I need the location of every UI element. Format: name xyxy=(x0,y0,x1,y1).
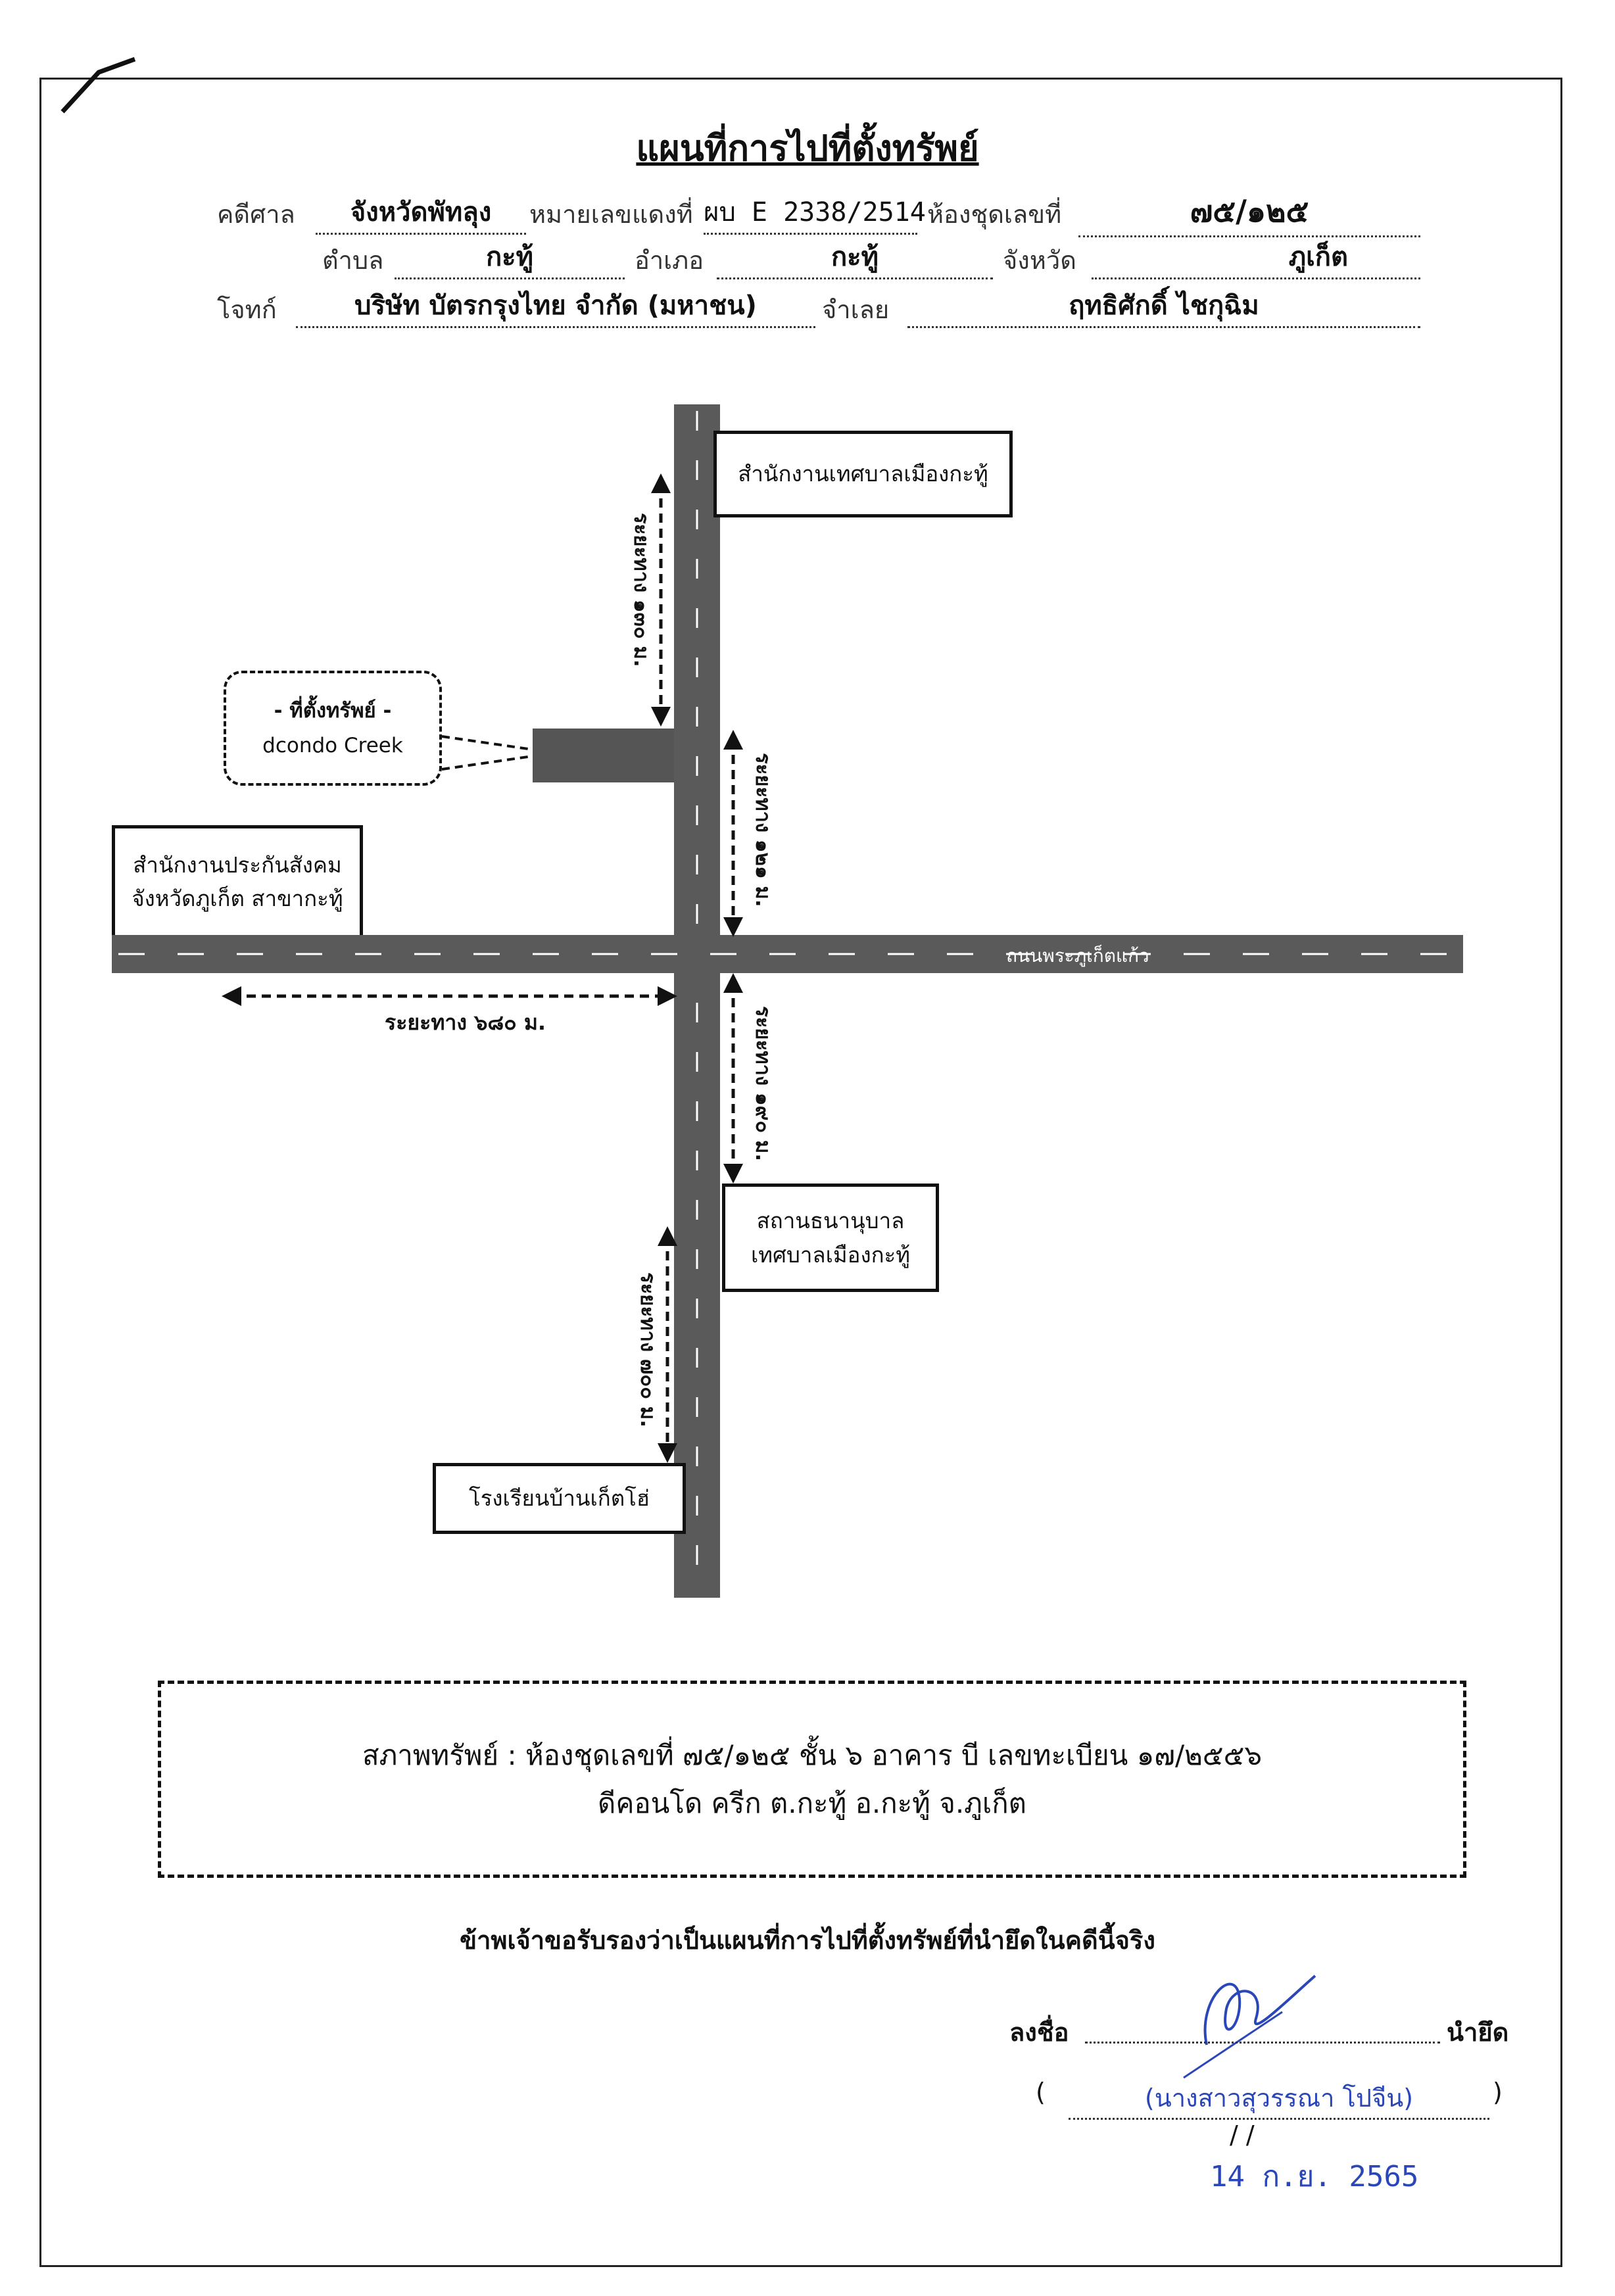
date-slashes: / / xyxy=(1230,2120,1255,2149)
property-status-line2: ดีคอนโด ครีก ต.กะทู้ อ.กะทู้ จ.ภูเก็ต xyxy=(598,1787,1026,1819)
unit-label: ห้องชุดเลขที่ xyxy=(927,200,1062,229)
landmark-pawnshop-line2: เทศบาลเมืองกะทู้ xyxy=(750,1241,911,1268)
property-building xyxy=(533,729,674,782)
certification-statement: ข้าพเจ้าขอรับรองว่าเป็นแผนที่การไปที่ตั้… xyxy=(460,1926,1155,1955)
court-label: คดีศาล xyxy=(217,200,295,229)
landmark-municipal-office-label: สำนักงานเทศบาลเมืองกะทู้ xyxy=(738,461,988,487)
dist-top-label: ระยะทาง ๑๓๐ ม. xyxy=(629,513,653,667)
page-frame xyxy=(39,78,1562,2267)
unit-value: ๗๕/๑๒๕ xyxy=(1078,187,1420,237)
landmark-municipal-office: สำนักงานเทศบาลเมืองกะทู้ xyxy=(713,431,1013,517)
road-name-label: ถนนพระภูเก็ตแก้ว xyxy=(1006,945,1149,967)
dist-property-junction-label: ระยะทาง ๑๒๑ ม. xyxy=(751,753,775,907)
property-status-box: สภาพทรัพย์ : ห้องชุดเลขที่ ๗๕/๑๒๕ ชั้น ๖… xyxy=(158,1681,1466,1878)
landmark-pawnshop-line1: สถานธนานุบาล xyxy=(756,1208,905,1234)
province-value: ภูเก็ต xyxy=(1092,235,1420,279)
main-vertical-road xyxy=(674,404,720,1598)
landmark-social-security-line2: จังหวัดภูเก็ต สาขากะทู้ xyxy=(132,886,343,911)
landmark-pawnshop: สถานธนานุบาล เทศบาลเมืองกะทู้ xyxy=(722,1184,939,1292)
page-title: แผนที่การไปที่ตั้งทรัพย์ xyxy=(636,128,979,169)
dist-left-label: ระยะทาง ๖๘๐ ม. xyxy=(385,1010,546,1035)
property-status-line1: สภาพทรัพย์ : ห้องชุดเลขที่ ๗๕/๑๒๕ ชั้น ๖… xyxy=(362,1738,1263,1771)
landmark-social-security-line1: สำนักงานประกันสังคม xyxy=(133,851,342,878)
signature-stroke xyxy=(1183,2011,1283,2079)
landmark-social-security-office: สำนักงานประกันสังคม จังหวัดภูเก็ต สาขากะ… xyxy=(112,825,363,935)
defendant-value: ฤทธิศักดิ์ ไชกุฉิม xyxy=(907,284,1420,328)
property-callout-name: dcondo Creek xyxy=(262,733,403,757)
court-value: จังหวัดพัทลุง xyxy=(316,191,526,235)
corner-pen-mark xyxy=(60,57,136,114)
subdistrict-label: ตำบล xyxy=(322,246,384,275)
callout-pointer-top xyxy=(441,735,533,751)
redcase-value: ผบ E 2338/2514 xyxy=(704,191,926,235)
name-close-paren: ) xyxy=(1493,2078,1503,2107)
dist-bottom-label: ระยะทาง ๗๐๐ ม. xyxy=(636,1272,660,1428)
subdistrict-value: กะทู้ xyxy=(395,235,625,279)
plaintiff-value: บริษัท บัตรกรุงไทย จำกัด (มหาชน) xyxy=(296,284,815,328)
province-label: จังหวัด xyxy=(1003,246,1076,275)
redcase-label: หมายเลขแดงที่ xyxy=(529,200,693,229)
property-callout-title: - ที่ตั้งทรัพย์ - xyxy=(274,698,392,723)
district-value: กะทู้ xyxy=(717,235,993,279)
district-label: อำเภอ xyxy=(635,246,704,275)
dist-below-junction-label: ระยะทาง ๑๙๐ ม. xyxy=(751,1006,775,1162)
date-stamp: 14 ก.ย. 2565 xyxy=(1210,2160,1419,2193)
defendant-label: จำเลย xyxy=(822,295,890,324)
plaintiff-label: โจทก์ xyxy=(217,295,277,324)
landmark-school-label: โรงเรียนบ้านเก็ตโฮ่ xyxy=(468,1485,650,1512)
handwritten-signature xyxy=(1203,1974,1316,2045)
property-callout: - ที่ตั้งทรัพย์ - dcondo Creek xyxy=(224,671,442,786)
signer-name: (นางสาวสุวรรณา โปจีน) xyxy=(1069,2078,1489,2120)
signature-role: นำยึด xyxy=(1447,2018,1509,2047)
landmark-school: โรงเรียนบ้านเก็ตโฮ่ xyxy=(433,1463,686,1534)
callout-pointer-bottom xyxy=(441,755,533,771)
sign-label: ลงชื่อ xyxy=(1009,2018,1069,2047)
signature-line xyxy=(1085,2042,1440,2044)
name-open-paren: ( xyxy=(1036,2078,1046,2107)
